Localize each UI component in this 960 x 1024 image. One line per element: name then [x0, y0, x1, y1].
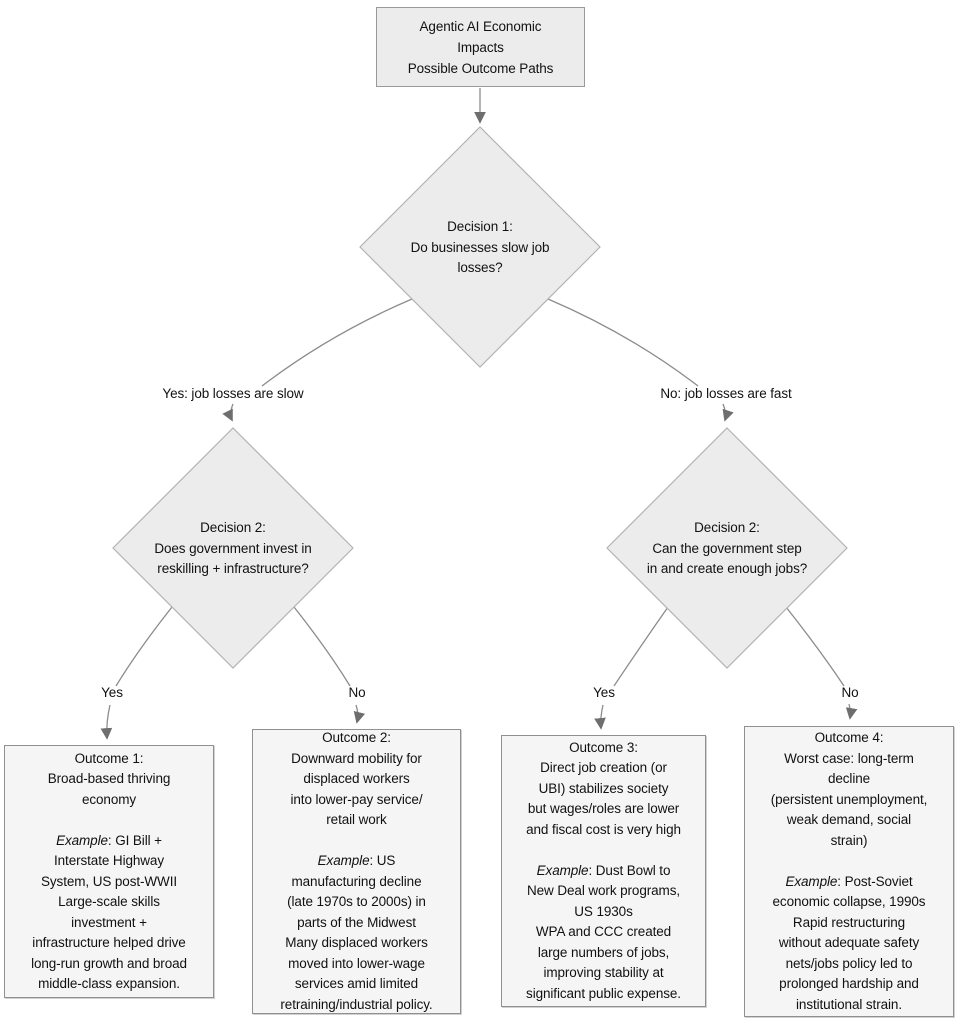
edge-decision2left-to-yes	[115, 606, 173, 687]
edge-label-no-fast: No: job losses are fast	[660, 386, 792, 401]
outcome-title: Outcome 3:	[569, 739, 638, 755]
edge-label-yes-left: Yes	[101, 685, 123, 700]
decision-2-right-diamond	[606, 427, 848, 669]
edge-label-no-right: No	[841, 685, 859, 700]
edge-decision1-to-yeslabel	[261, 298, 413, 387]
outcome-title: Outcome 2:	[322, 730, 391, 745]
blank-line	[745, 851, 953, 872]
decision-2-left-diamond	[112, 427, 354, 669]
edge-yeslabel-to-decision2-left	[222, 403, 234, 422]
decision-2-right-text: Decision 2: Can the government step in a…	[646, 520, 808, 576]
decision-1-text: Decision 1: Do businesses slow job losse…	[410, 219, 550, 275]
title-line: Agentic AI Economic	[419, 18, 542, 34]
title-line: Possible Outcome Paths	[407, 60, 554, 76]
title-line: Impacts	[457, 39, 504, 55]
edge-label-no-left: No	[348, 685, 366, 700]
edge-decision2right-to-no	[785, 606, 845, 687]
example-label: Example	[536, 862, 589, 878]
outcome-title: Outcome 4:	[814, 730, 884, 745]
blank-line	[253, 831, 460, 852]
edge-no-to-outcome4	[845, 703, 858, 720]
decision-1-diamond	[359, 126, 601, 368]
edge-no-to-outcome2	[353, 704, 366, 724]
outcome-2-box: Outcome 2: Downward mobility for displac…	[252, 729, 461, 1014]
example-label: Example	[317, 853, 370, 868]
edge-nolabel-to-decision2-right	[722, 403, 734, 422]
edge-label-yes-right: Yes	[593, 685, 615, 700]
outcome-4-box: Outcome 4: Worst case: long-term decline…	[744, 726, 954, 1017]
edge-decision2left-to-no	[293, 606, 351, 687]
example-label: Example	[56, 832, 108, 848]
example-label: Example	[785, 873, 838, 889]
outcome-1-box: Outcome 1: Broad-based thriving economy …	[4, 745, 214, 998]
edge-label-yes-slow: Yes: job losses are slow	[162, 386, 304, 401]
blank-line	[5, 810, 213, 831]
edge-decision2right-to-yes	[613, 606, 669, 687]
edge-decision1-to-nolabel	[547, 298, 699, 387]
outcome-title: Outcome 1:	[74, 750, 144, 766]
outcome-3-box: Outcome 3: Direct job creation (or UBI) …	[501, 735, 706, 1007]
edge-yes-to-outcome3	[594, 704, 606, 730]
edge-yes-to-outcome1	[100, 704, 113, 740]
node-title: Agentic AI Economic Impacts Possible Out…	[376, 7, 585, 87]
decision-2-left-text: Decision 2: Does government invest in re…	[154, 520, 312, 576]
blank-line	[502, 840, 705, 861]
